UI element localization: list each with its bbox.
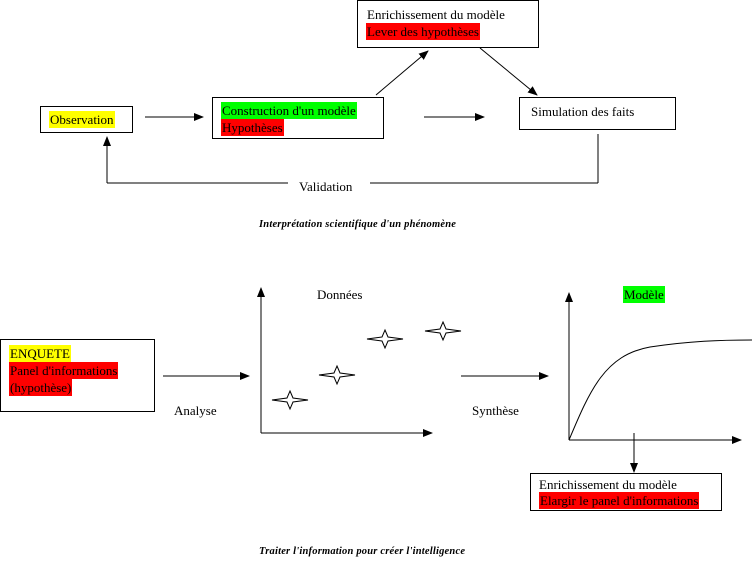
hypotheses-label: Hypothèses: [221, 119, 284, 136]
enrichissement-bottom-box: Enrichissement du modèle Elargir le pane…: [530, 473, 722, 511]
modele-curve: [568, 339, 752, 441]
enrichissement-top-label: Enrichissement du modèle: [367, 7, 505, 22]
panel-informations-label: Panel d'informations: [9, 362, 119, 379]
donnees-label: Données: [317, 287, 363, 302]
top-caption: Interprétation scientifique d'un phénomè…: [259, 219, 457, 230]
observation-label: Observation: [49, 111, 115, 128]
modele-label: Modèle: [623, 286, 665, 303]
simulation-label: Simulation des faits: [531, 104, 635, 119]
enrichissement-top-box: Enrichissement du modèle Lever des hypot…: [357, 0, 539, 48]
enrichissement-bottom-label: Enrichissement du modèle: [539, 477, 677, 492]
enquete-label: ENQUETE: [9, 345, 71, 362]
synthese-label: Synthèse: [472, 403, 519, 418]
observation-box: Observation: [40, 106, 133, 133]
arrow-construction-to-enrichissement: [375, 50, 429, 96]
data-star-1: [271, 389, 309, 411]
construction-label: Construction d'un modèle: [221, 102, 357, 119]
data-star-3: [366, 328, 404, 350]
arrow-enrichissement-to-simulation: [479, 47, 538, 96]
lever-hypotheses-label: Lever des hypothèses: [366, 23, 480, 40]
construction-box: Construction d'un modèle Hypothèses: [212, 97, 384, 139]
bottom-caption: Traiter l'information pour créer l'intel…: [259, 546, 466, 557]
hypothese-label: (hypothèse): [9, 379, 73, 396]
simulation-box: Simulation des faits: [519, 97, 676, 130]
data-star-2: [318, 364, 356, 386]
analyse-label: Analyse: [174, 403, 217, 418]
elargir-panel-label: Elargir le panel d'informations: [539, 492, 700, 509]
data-star-4: [424, 320, 462, 342]
enquete-box: ENQUETE Panel d'informations (hypothèse): [0, 339, 155, 412]
validation-label: Validation: [299, 179, 353, 194]
